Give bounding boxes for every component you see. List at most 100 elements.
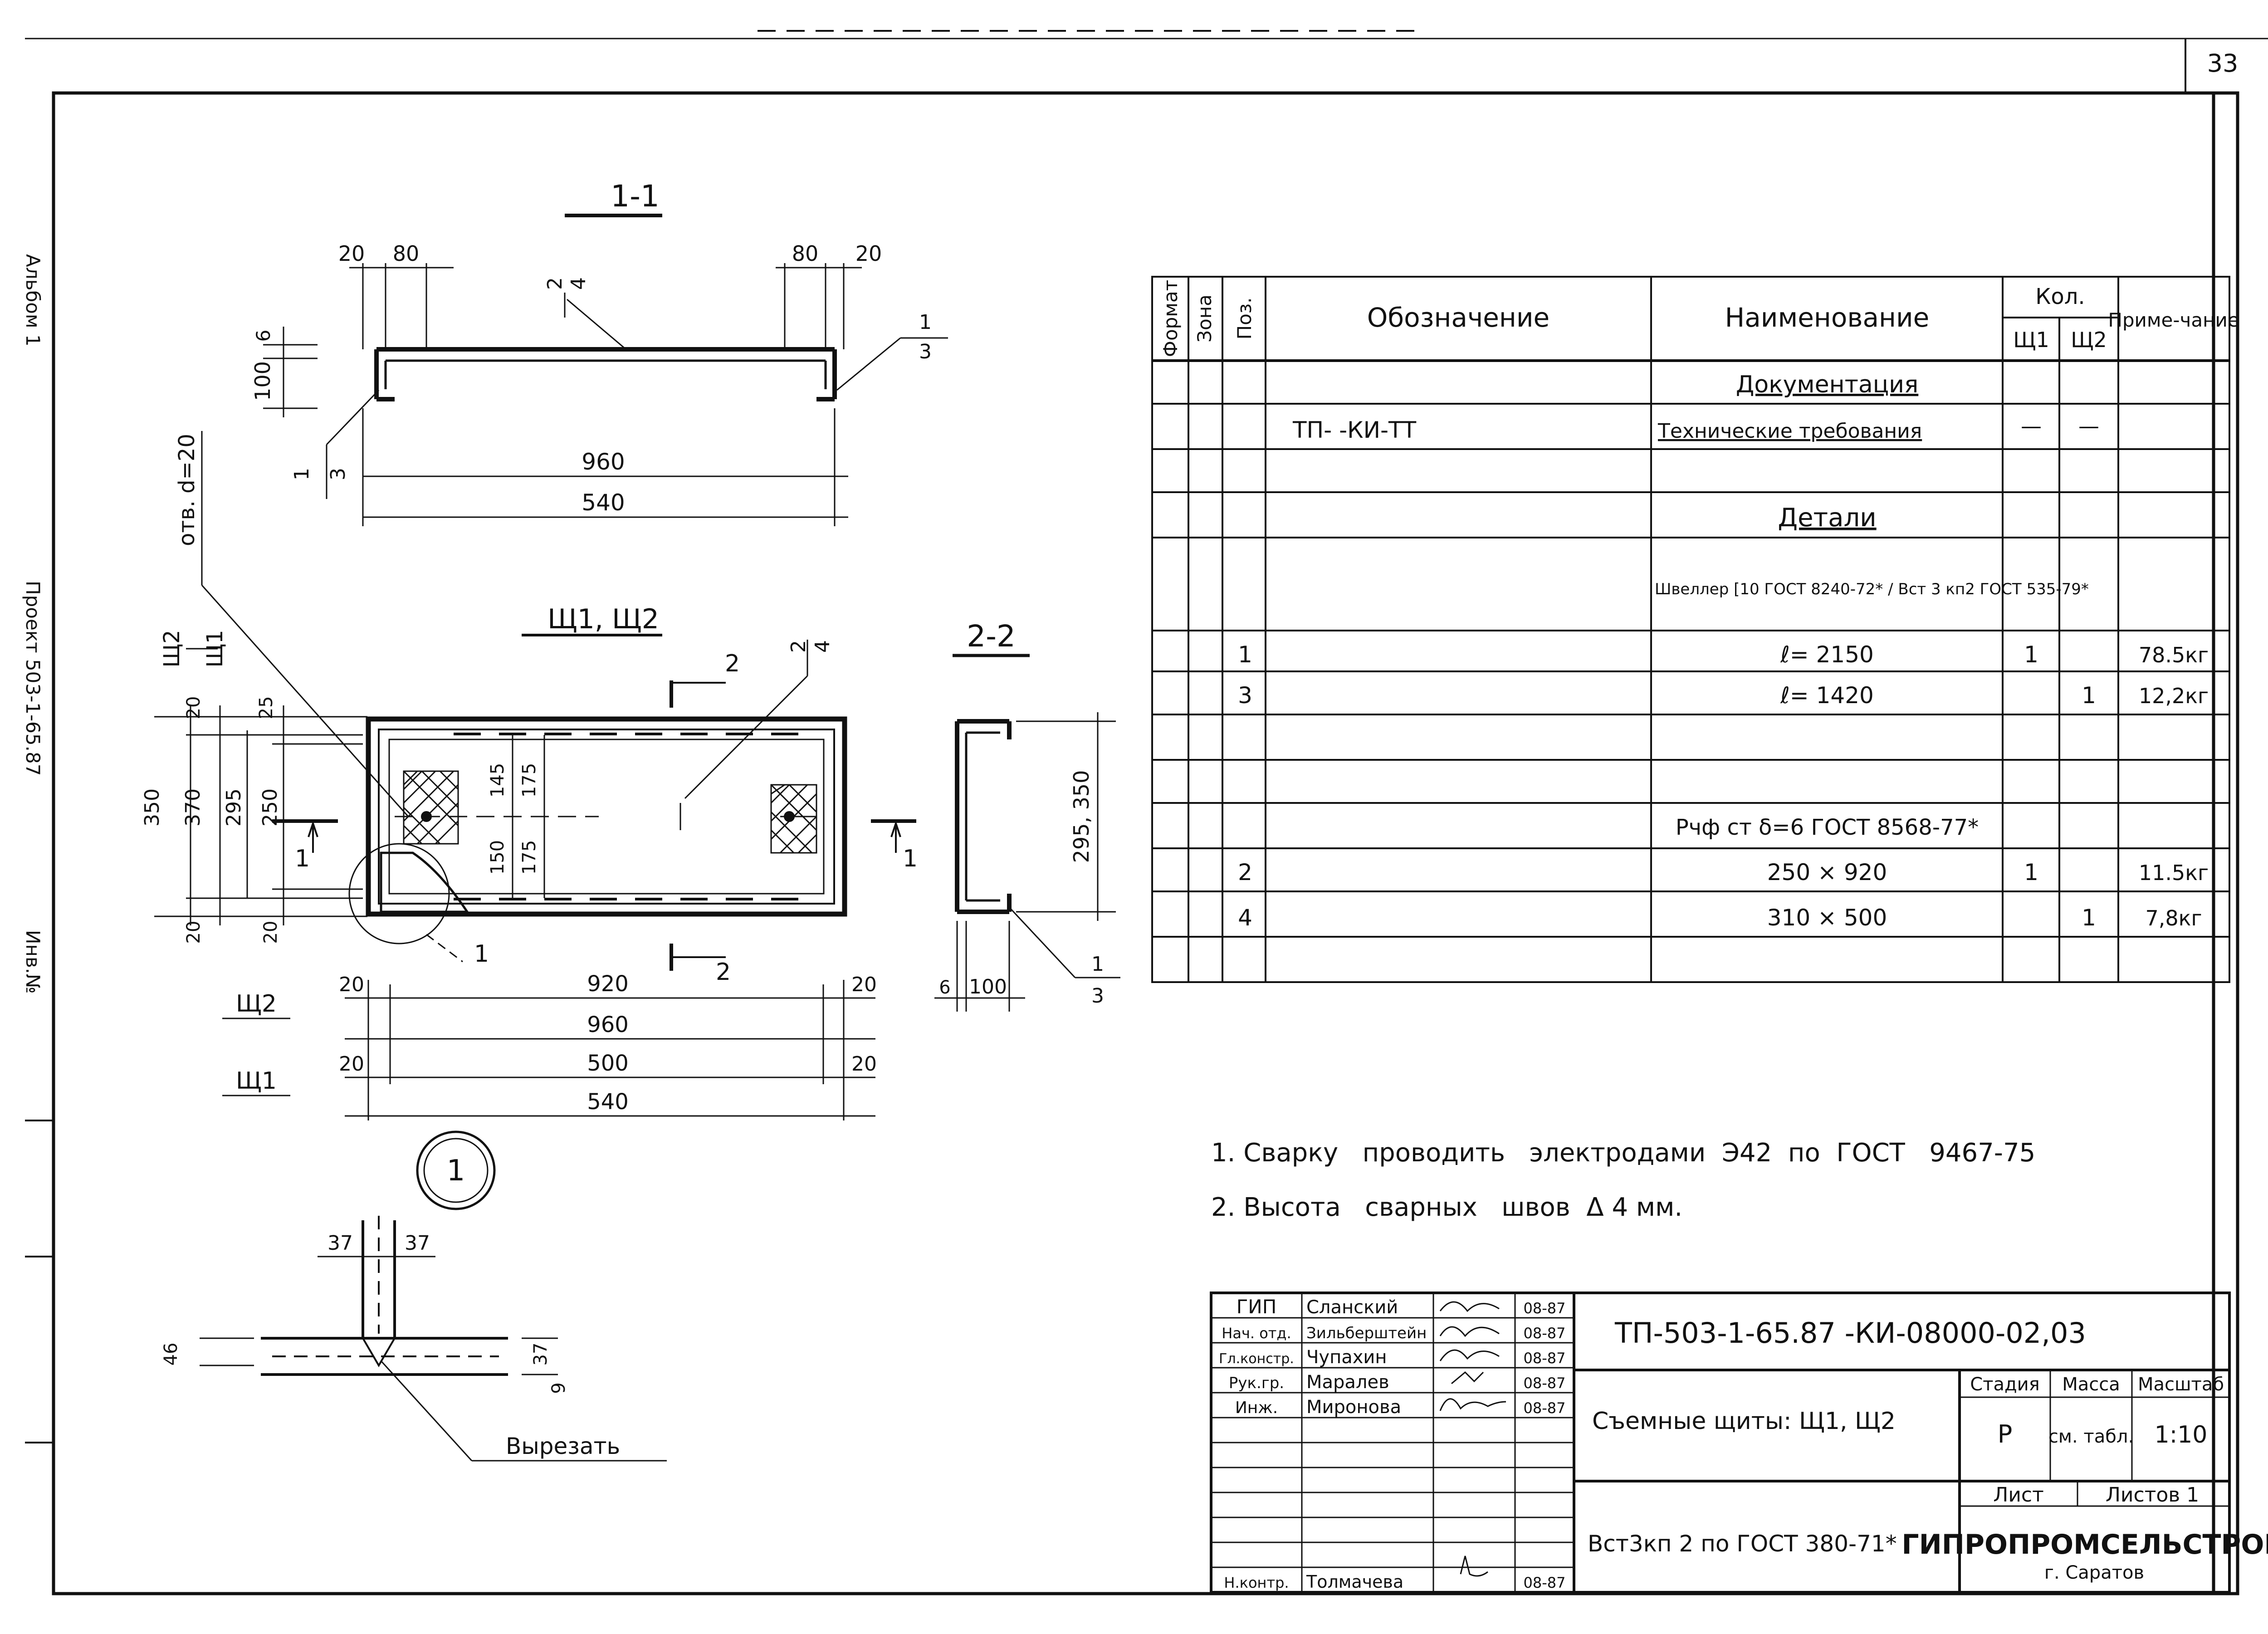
dim-20-right: 20 <box>855 241 882 266</box>
dim-20-b1: 20 <box>339 973 364 996</box>
row-qty-sh2: 1 <box>2082 682 2096 709</box>
cut-out-note: Вырезать <box>506 1433 620 1459</box>
cut-mark-left: 1 <box>295 845 310 872</box>
dim-20-bottom: 20 <box>183 921 204 944</box>
dim-9: 9 <box>548 1382 569 1394</box>
dim-350: 350 <box>141 788 164 827</box>
sig-name: Миронова <box>1306 1397 1401 1418</box>
sheet-header: Лист <box>1993 1483 2044 1507</box>
dim-20-top: 20 <box>183 696 204 719</box>
margin-album: Альбом 1 <box>22 254 44 347</box>
sig-date: 08-87 <box>1524 1399 1566 1417</box>
material-spec: Вст3кп 2 по ГОСТ 380-71* <box>1588 1531 1897 1557</box>
mass-header: Масса <box>2062 1374 2120 1395</box>
callout-2-2-sheet: 3 <box>1091 984 1104 1008</box>
row-pos: 1 <box>1238 641 1252 668</box>
section-1-1: 1-1 <box>250 179 948 526</box>
callout-right-pos: 1 <box>919 311 932 334</box>
callout-pos-2: 2 <box>543 277 567 290</box>
dim-20-b4: 20 <box>851 1052 877 1076</box>
dim-295: 295 <box>222 788 245 827</box>
row-note: 11.5кг <box>2139 861 2209 885</box>
dim-37-a: 37 <box>327 1232 353 1255</box>
row-note: 78.5кг <box>2139 643 2209 667</box>
dim-540-b: 540 <box>587 1089 629 1115</box>
dim-960: 960 <box>582 449 625 475</box>
dim-20-b3: 20 <box>339 1052 364 1076</box>
callout-pos-2b: 2 <box>787 640 810 653</box>
dim-100-b: 100 <box>969 975 1007 998</box>
row-name: 250 × 920 <box>1767 859 1887 885</box>
node-1-label: 1 <box>447 1154 465 1188</box>
sig-name: Зильберштейн <box>1306 1324 1427 1342</box>
header-name: Наименование <box>1725 302 1930 333</box>
dim-920: 920 <box>587 971 629 997</box>
note-1: 1. Сварку проводить электродами Э42 по Г… <box>1211 1138 2035 1168</box>
row-name: 310 × 500 <box>1767 905 1887 931</box>
sig-role: Рук.гр. <box>1229 1374 1284 1392</box>
stage-header: Стадия <box>1970 1374 2039 1395</box>
side-label-sh2: Щ2 <box>159 630 185 667</box>
row-qty-sh2: — <box>2078 414 2099 438</box>
header-designation: Обозначение <box>1367 302 1549 333</box>
row-note: 7,8кг <box>2145 906 2202 930</box>
row-name: Швеллер [10 ГОСТ 8240-72* / Вст 3 кп2 ГО… <box>1655 580 2089 598</box>
row-designation: ТП- -КИ-ТТ <box>1292 417 1417 443</box>
callout-right-sheet: 3 <box>919 340 932 363</box>
section-2-2-title: 2-2 <box>967 619 1016 654</box>
sig-date: 08-87 <box>1524 1350 1566 1367</box>
row-qty-sh2: 1 <box>2082 905 2096 931</box>
dim-37-b: 37 <box>405 1232 430 1255</box>
sig-name: Толмачева <box>1306 1572 1403 1592</box>
dim-6-b: 6 <box>939 977 950 998</box>
dim-540: 540 <box>582 489 625 516</box>
sheet-frame <box>25 30 2268 1595</box>
organization: ГИПРОПРОМСЕЛЬСТРОЙ <box>1901 1528 2268 1561</box>
dim-960-b: 960 <box>587 1012 629 1037</box>
shield-view-title: Щ1, Щ2 <box>547 603 659 635</box>
cut-mark-top: 2 <box>725 650 740 677</box>
sig-date: 08-87 <box>1524 1375 1566 1392</box>
margin-project: Проект 503-1-65.87 <box>22 581 44 776</box>
dim-100: 100 <box>250 361 275 401</box>
row-name: Технические требования <box>1657 420 1922 443</box>
row-name: Рчф ст δ=6 ГОСТ 8568-77* <box>1676 815 1979 840</box>
section-2-2: 2-2 295, 350 6 100 1 3 <box>934 619 1120 1012</box>
dim-80-right: 80 <box>792 241 819 266</box>
callout-left-sheet: 3 <box>327 468 350 480</box>
page-number: 33 <box>2207 49 2239 78</box>
margin-inv: Инв.№ <box>22 930 44 994</box>
dim-500: 500 <box>587 1051 629 1076</box>
dim-80-left: 80 <box>393 241 420 266</box>
header-note: Приме-чание <box>2108 309 2239 331</box>
document-title: Съемные щиты: Щ1, Щ2 <box>1592 1408 1896 1435</box>
sig-date: 08-87 <box>1524 1325 1566 1342</box>
sig-name: Чупахин <box>1306 1347 1387 1368</box>
notes: 1. Сварку проводить электродами Э42 по Г… <box>1211 1138 2035 1222</box>
document-code: ТП-503-1-65.87 -КИ-08000-02,03 <box>1614 1316 2086 1350</box>
sig-role: Нач. отд. <box>1222 1325 1291 1342</box>
row-name: ℓ= 2150 <box>1780 641 1874 668</box>
row-pos: 2 <box>1238 859 1252 885</box>
header-zone: Зона <box>1193 294 1216 342</box>
section-1-1-title: 1-1 <box>611 179 660 214</box>
callout-sheet-4b: 4 <box>811 640 834 653</box>
shield-view: Щ1, Щ2 отв. d=20 Щ2 Щ1 <box>141 431 918 1120</box>
dim-37-c: 37 <box>530 1343 551 1366</box>
note-2: 2. Высота сварных швов Δ 4 мм. <box>1211 1193 1682 1222</box>
row-name: ℓ= 1420 <box>1780 682 1874 709</box>
header-pos: Поз. <box>1233 298 1256 340</box>
mass-value: см. табл. <box>2048 1426 2134 1447</box>
stage-value: Р <box>1998 1420 2013 1448</box>
sheets-header: Листов 1 <box>2106 1483 2199 1507</box>
title-block: ГИП Сланский 08-87 Нач. отд. Зильберштей… <box>1210 1292 2268 1594</box>
cut-mark-bottom: 2 <box>716 959 731 986</box>
dim-row-sh1: Щ1 <box>236 1067 277 1095</box>
row-note: 12,2кг <box>2139 684 2209 708</box>
dim-row-sh2: Щ2 <box>236 990 277 1018</box>
sig-role: ГИП <box>1237 1296 1277 1318</box>
spec-table: Формат Зона Поз. Обозначение Наименовани… <box>1151 276 2239 983</box>
callout-2-2-pos: 1 <box>1091 953 1104 976</box>
margin-labels: Альбом 1 Проект 503-1-65.87 Инв.№ <box>22 254 44 994</box>
